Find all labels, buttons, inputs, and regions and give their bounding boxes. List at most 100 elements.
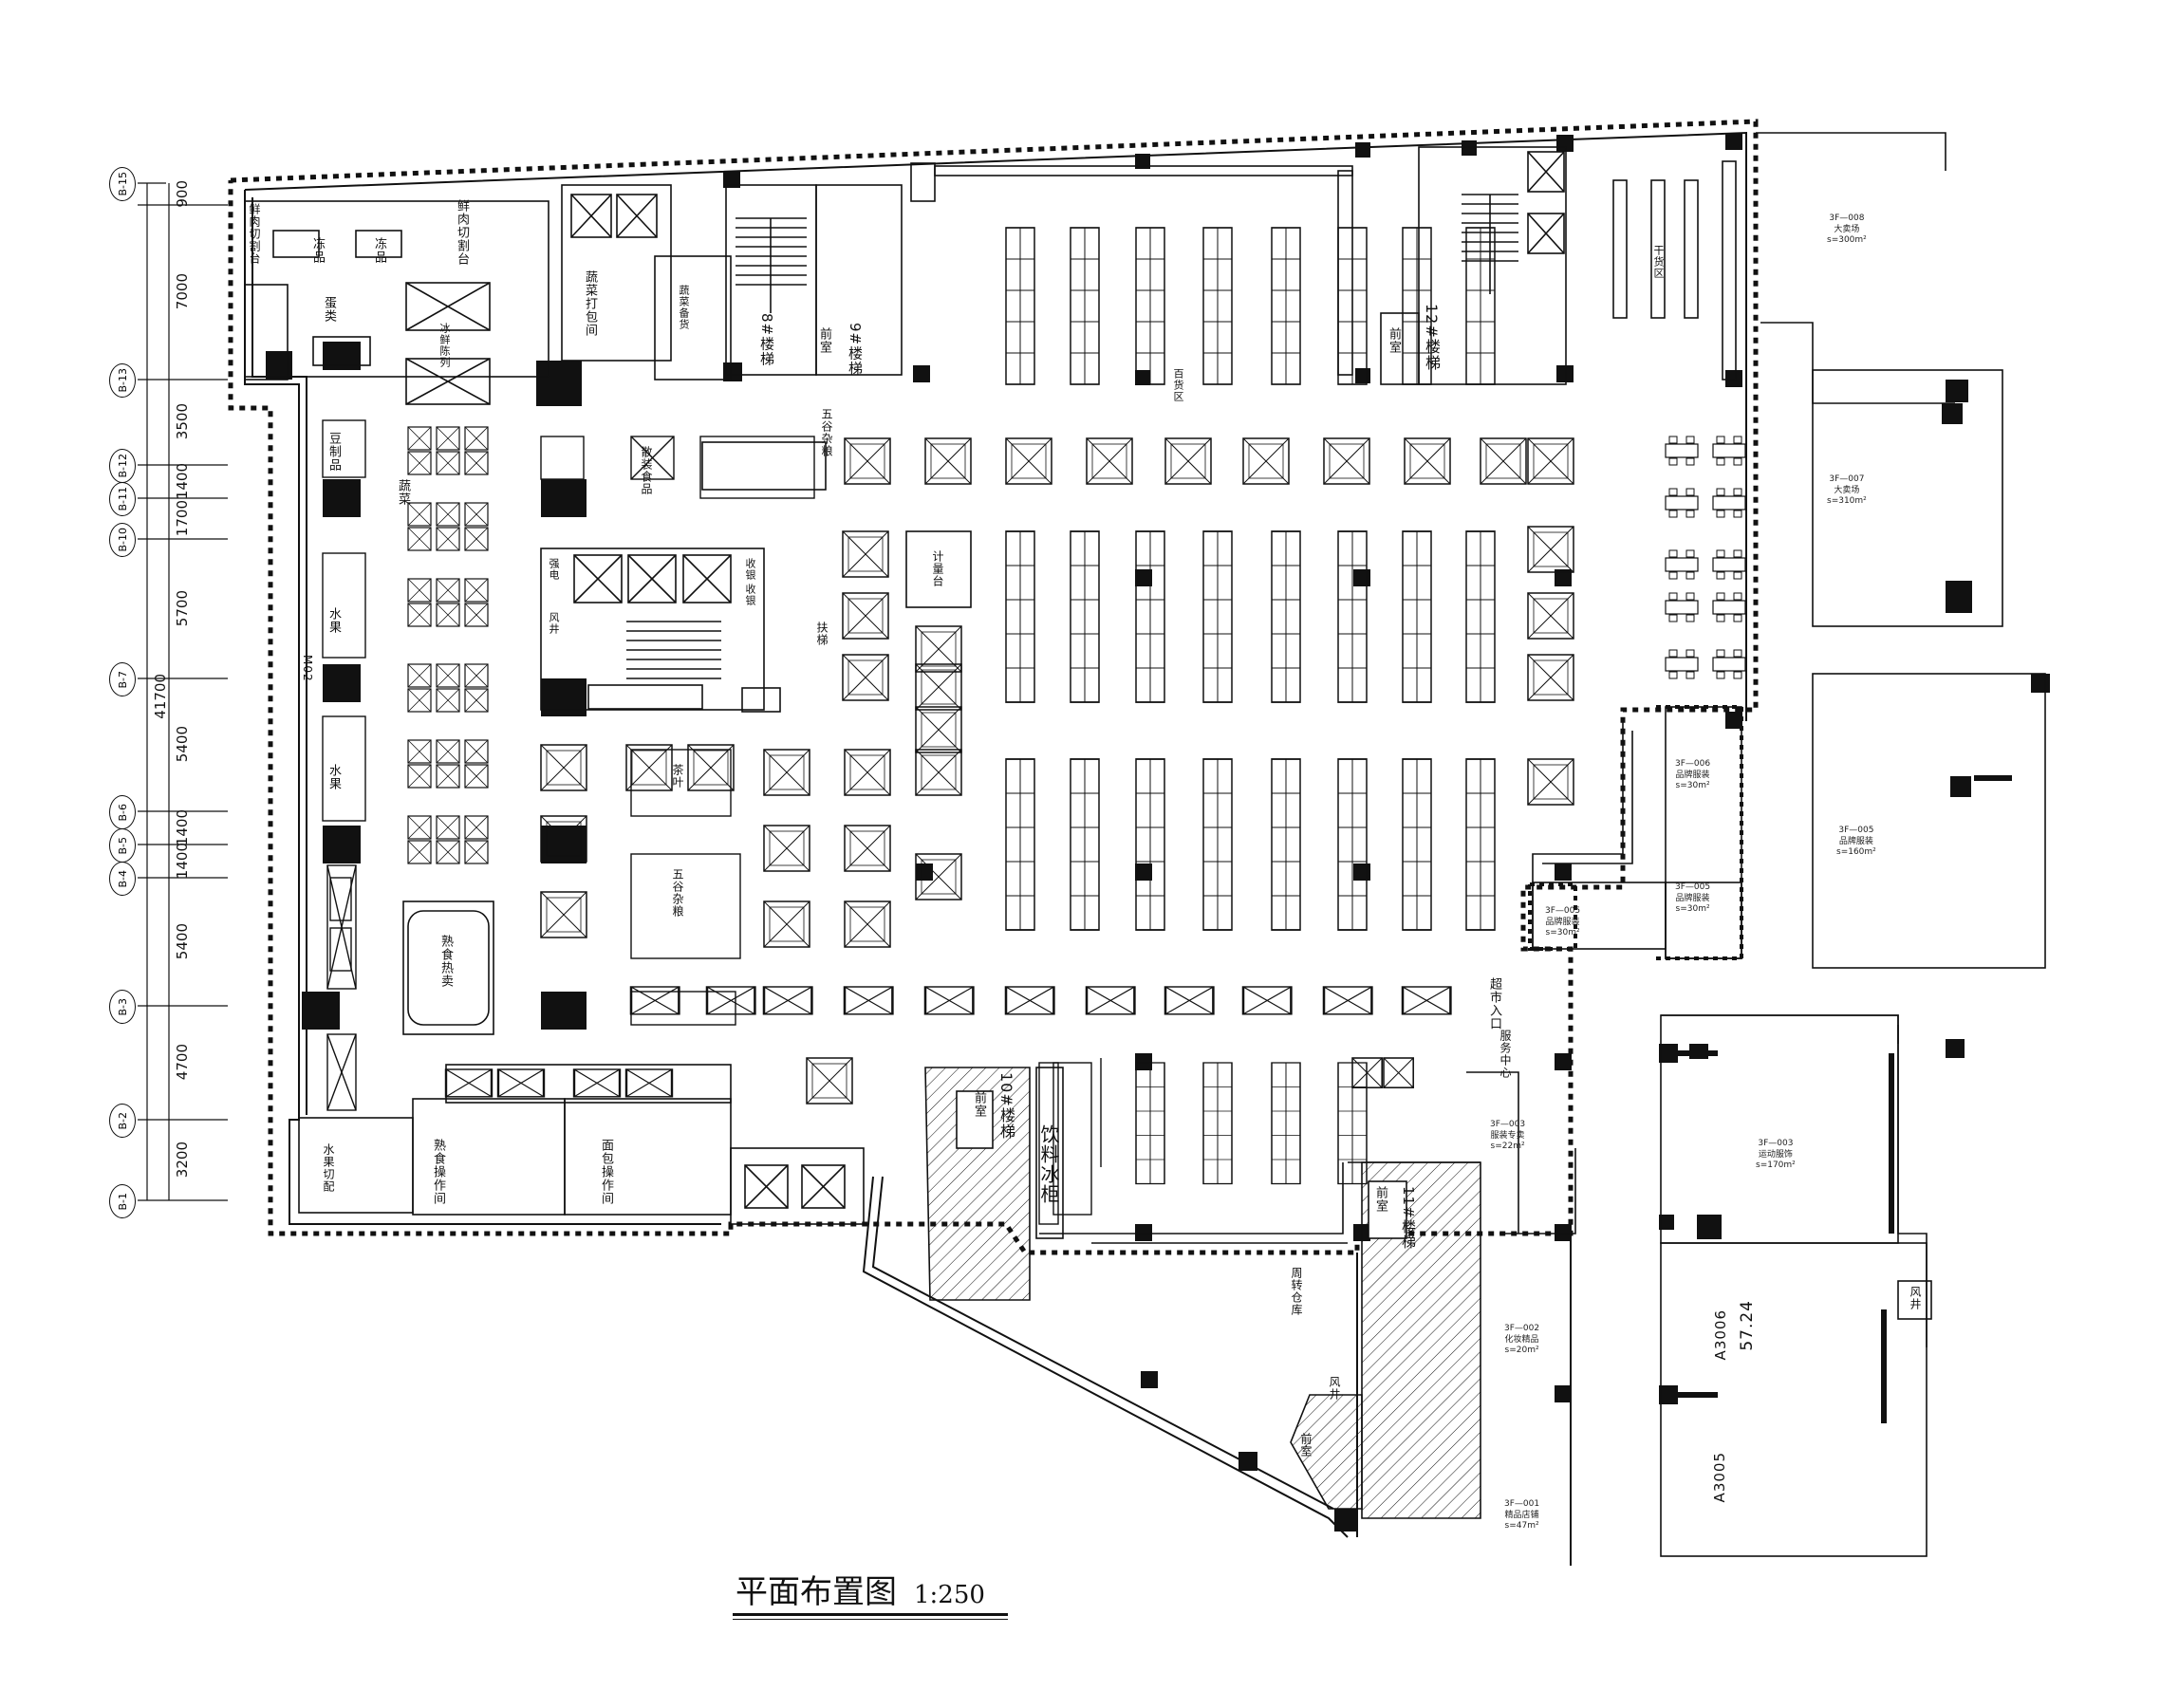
drawing-scale: 1:250 [914,1581,985,1609]
shelf-run [1070,227,1100,385]
structural-columns [266,133,2050,1532]
display-table [1527,758,1574,806]
drawing-title-text: 平面布置图 [736,1573,897,1611]
shelf-run [1402,530,1432,703]
tofu-label: 豆制品 [326,432,341,472]
display-cube [572,1068,622,1099]
shelves-label: 百货区 [1172,368,1184,402]
grid-axis-tag: B-10 [109,523,136,557]
display-table [1527,437,1574,485]
unit-a3006-area: 57.24 [1738,1300,1757,1351]
dimension-column [138,182,228,1201]
grid-axis-tag: B-5 [109,828,136,863]
shelf-run [1465,530,1496,703]
shelf-run [1070,530,1100,703]
shelf-run [1202,227,1233,385]
display-table [1005,437,1052,485]
display-table [763,825,810,872]
grains-top-label: 五谷杂粮 [820,408,833,457]
unit-a3006-label: A3006 [1712,1309,1729,1361]
grid-axis-tag: B-7 [109,662,136,696]
ice-display-label: 冰鲜陈列 [438,323,451,368]
display-cube [464,603,489,627]
weigh-label: 计量台 [931,550,944,587]
escal-label: 扶梯 [815,622,829,646]
display-cube [436,451,460,475]
shelf-run [1337,758,1368,931]
cafe-table [1712,436,1746,466]
display-cube [407,815,432,840]
grid-axis-tag: B-15 [109,167,136,201]
egg-label: 蛋类 [322,296,336,323]
dimension-value: 1400 [174,808,191,845]
display-table [1164,437,1212,485]
display-cube [436,764,460,789]
cafe-tables [1665,436,1746,679]
wall-cases [322,419,366,1111]
vegetables-label: 蔬菜 [396,479,410,506]
shelf-run [1337,530,1368,703]
dimension-value: 5400 [174,726,191,763]
meat-counter-label: 鲜肉切割台 [248,203,261,265]
display-cube [464,840,489,864]
m02-label: M02 [301,655,314,682]
shelf-run [1005,227,1035,385]
display-cube [624,1068,674,1099]
display-cube [496,1068,546,1099]
grid-axis-tag: B-13 [109,363,136,398]
shelf-run [1202,758,1233,931]
display-cube [436,527,460,551]
veg-pack2-label: 蔬菜备货 [678,285,690,330]
shelf-run [1005,758,1035,931]
display-cube [464,764,489,789]
service-label: 服务中心 [1499,1030,1512,1079]
display-cube [1164,985,1215,1016]
display-cube [407,688,432,713]
right-shops [1532,132,2046,1557]
display-cube [407,739,432,764]
display-table [687,744,735,791]
cafe-table [1712,649,1746,679]
display-cube [464,815,489,840]
display-cube [444,1068,494,1099]
cafe-table [1665,649,1699,679]
shelf-run [1402,758,1432,931]
display-cube [407,502,432,527]
cafe-table [1712,549,1746,580]
juice-room-label: 水果切配 [322,1143,335,1193]
cold-room [244,200,549,405]
checkout-a-label: 收银 [744,558,756,581]
tea-label: 茶叶 [671,764,684,789]
display-cube [436,426,460,451]
display-cube [464,688,489,713]
display-cube [1401,985,1452,1016]
stair11-label: 11#楼梯 [1400,1186,1417,1250]
display-cube [464,739,489,764]
fruit-a-label: 水果 [326,607,341,634]
grid-axis-tag: B-3 [109,990,136,1024]
bottom-rooms [298,900,865,1225]
display-cube [1322,985,1373,1016]
display-cube [407,578,432,603]
display-table [1527,654,1574,701]
display-table [625,744,673,791]
display-cube [407,840,432,864]
dimension-value: 5700 [174,589,191,626]
shelf-run [1202,1062,1233,1185]
display-cube [464,527,489,551]
cafe-table [1665,488,1699,518]
shelf-run [1135,530,1165,703]
front-room-e-label: 前室 [1299,1433,1313,1457]
display-table [915,663,962,711]
display-table [842,654,889,701]
entrance-label: 超市入口 [1487,977,1501,1030]
bulk-label: 散装食品 [640,446,653,495]
